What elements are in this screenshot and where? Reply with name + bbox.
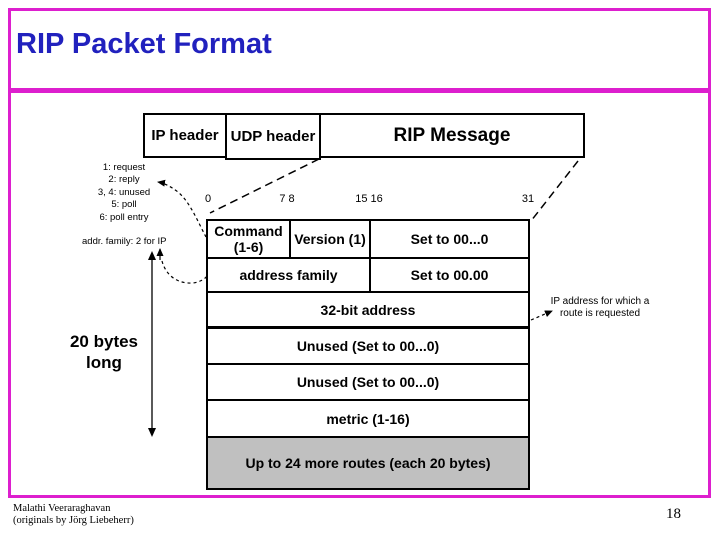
- command-code-item: 6: poll entry: [99, 211, 149, 223]
- table-row-address-family: address family Set to 00.00: [206, 257, 530, 293]
- rip-message-box: RIP Message: [319, 113, 585, 158]
- bit-label-7-8: 7 8: [279, 193, 295, 205]
- page-number: 18: [666, 506, 681, 522]
- table-row-metric: metric (1-16): [206, 399, 530, 438]
- table-row-more-routes: Up to 24 more routes (each 20 bytes): [206, 436, 530, 490]
- ip-address-note: IP address for which a route is requeste…: [550, 296, 650, 319]
- command-code-item: 2: reply: [108, 174, 140, 186]
- ip-header-box: IP header: [143, 113, 227, 158]
- footer-author: Malathi Veeraraghavan: [13, 503, 111, 514]
- addr-family-note: addr. family: 2 for IP: [82, 236, 167, 247]
- rip-message-label: RIP Message: [393, 124, 511, 146]
- table-row-command-version: Command (1-6) Version (1) Set to 00...0: [206, 219, 530, 259]
- slide-border-frame: [8, 8, 711, 498]
- table-row-unused-1: Unused (Set to 00...0): [206, 327, 530, 365]
- bit-label-31: 31: [521, 193, 535, 205]
- version-cell: Version (1): [291, 221, 371, 257]
- bit-label-15-16: 15 16: [355, 193, 383, 205]
- set-to-zero-cell-2: Set to 00.00: [410, 267, 489, 283]
- twenty-bytes-note: 20 bytes long: [69, 332, 139, 372]
- footer-credits: Malathi Veeraraghavan (originals by Jörg…: [13, 503, 134, 527]
- footer-original-credit: (originals by Jörg Liebeherr): [13, 515, 134, 526]
- page-title: RIP Packet Format: [16, 28, 272, 60]
- command-codes-list: 1: request 2: reply 3, 4: unused 5: poll…: [84, 162, 164, 224]
- table-row-unused-2: Unused (Set to 00...0): [206, 363, 530, 401]
- address-family-cell: address family: [208, 259, 371, 291]
- command-code-item: 5: poll: [111, 199, 137, 211]
- command-code-item: 1: request: [102, 162, 146, 173]
- udp-header-label: UDP header: [230, 128, 316, 145]
- udp-header-box: UDP header: [225, 113, 321, 160]
- set-to-zero-cell: Set to 00...0: [410, 231, 489, 247]
- title-separator-line: [8, 88, 711, 93]
- bit-label-0: 0: [204, 193, 212, 205]
- ip-header-label: IP header: [151, 127, 219, 144]
- command-code-item: 3, 4: unused: [97, 186, 151, 198]
- command-cell: Command (1-6): [208, 221, 291, 257]
- table-row-32bit-address: 32-bit address: [206, 291, 530, 329]
